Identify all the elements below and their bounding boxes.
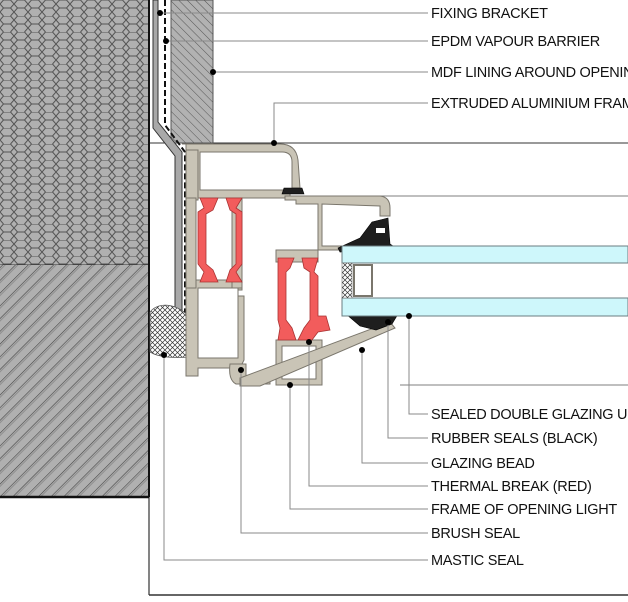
thermal-break-right (277, 257, 331, 341)
label-extruded-aluminium-frame: EXTRUDED ALUMINIUM FRAME (431, 96, 628, 112)
label-sealed-double-glazing-unit: SEALED DOUBLE GLAZING UNIT (431, 407, 628, 423)
label-epdm-vapour-barrier: EPDM VAPOUR BARRIER (431, 34, 600, 50)
leaders (157, 10, 428, 561)
mastic-seal (149, 304, 191, 358)
label-thermal-break: THERMAL BREAK (RED) (431, 479, 592, 495)
label-mastic-seal: MASTIC SEAL (431, 553, 524, 569)
label-glazing-bead: GLAZING BEAD (431, 456, 535, 472)
label-frame-of-opening-light: FRAME OF OPENING LIGHT (431, 502, 617, 518)
masonry-wall (0, 265, 149, 297)
insulation-block (0, 0, 149, 265)
masonry-wall-lower (0, 297, 149, 497)
sealed-double-glazing-unit (341, 245, 628, 317)
label-fixing-bracket: FIXING BRACKET (431, 6, 548, 22)
thermal-break-left (197, 197, 243, 283)
mdf-lining (170, 0, 214, 144)
rubber-seals (281, 187, 399, 331)
label-rubber-seals: RUBBER SEALS (BLACK) (431, 431, 597, 447)
label-brush-seal: BRUSH SEAL (431, 526, 520, 542)
label-mdf-lining: MDF LINING AROUND OPENING (431, 65, 628, 81)
